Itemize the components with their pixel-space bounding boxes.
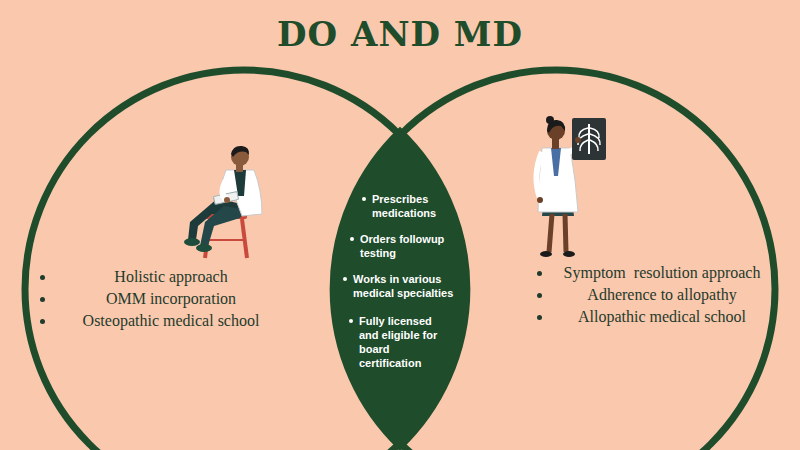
distinct-trait: Symptom resolution approach: [549, 263, 775, 283]
distinct-trait: Holistic approach: [52, 267, 290, 287]
shared-trait: Prescribes medications: [372, 192, 442, 220]
bullet-dot: [537, 315, 542, 320]
list-item: Adherence to allopathy: [537, 285, 775, 305]
list-item: Fully licensed and eligible for board ce…: [349, 314, 453, 370]
distinct-trait: Adherence to allopathy: [549, 285, 775, 305]
standing-doctor: [536, 116, 606, 257]
bullet-dot: [350, 237, 354, 241]
bullet-dot: [40, 319, 45, 324]
list-item: Prescribes medications: [362, 192, 442, 220]
shared-trait: Fully licensed and eligible for board ce…: [359, 314, 453, 370]
diagram-title: DO AND MD: [0, 14, 800, 54]
bullet-dot: [537, 293, 542, 298]
distinct-trait: Osteopathic medical school: [52, 311, 290, 331]
list-item: Symptom resolution approach: [537, 263, 775, 283]
list-item: Orders followup testing: [350, 232, 454, 260]
bullet-dot: [40, 275, 45, 280]
bullet-dot: [537, 271, 542, 276]
shared-trait: Orders followup testing: [360, 232, 454, 260]
list-item: Works in various medical specialties: [343, 272, 459, 300]
overlap-region: Prescribes medicationsOrders followup te…: [322, 131, 466, 447]
list-item: OMM incorporation: [40, 289, 290, 309]
shared-trait: Works in various medical specialties: [353, 272, 459, 300]
list-item: Osteopathic medical school: [40, 311, 290, 331]
distinct-trait: OMM incorporation: [52, 289, 290, 309]
bullet-dot: [362, 197, 366, 201]
list-item: Holistic approach: [40, 267, 290, 287]
bullet-dot: [343, 277, 347, 281]
distinct-trait: Allopathic medical school: [549, 307, 775, 327]
list-item: Allopathic medical school: [537, 307, 775, 327]
bullet-dot: [349, 319, 353, 323]
seated-doctor: [184, 146, 262, 258]
bullet-dot: [40, 297, 45, 302]
